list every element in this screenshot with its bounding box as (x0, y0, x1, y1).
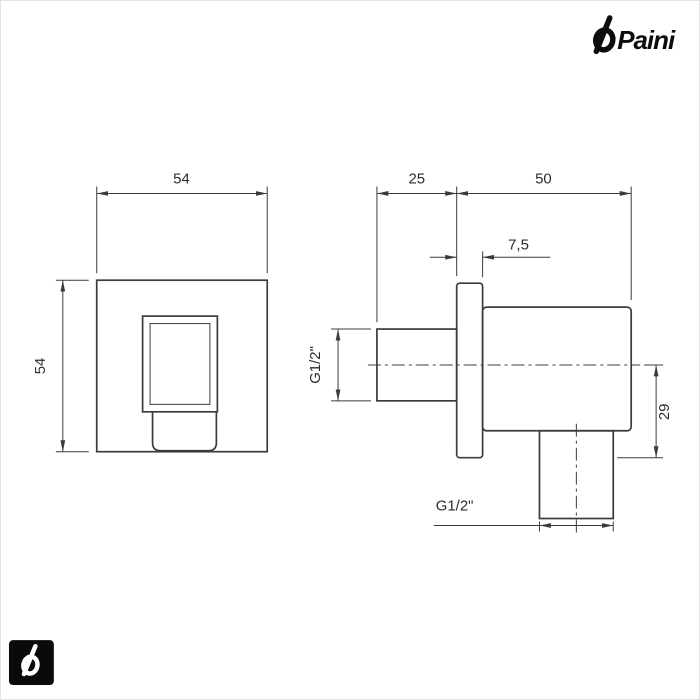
centerlines (367, 364, 641, 537)
dimension-label: 54 (32, 358, 49, 375)
front-view (95, 279, 269, 453)
flange-thickness-dimension: 7,5 (429, 236, 551, 278)
dimension-label: G1/2" (436, 498, 474, 515)
dimension-label: 7,5 (508, 236, 529, 253)
dimension-label: 25 (408, 170, 425, 187)
holder-block-face (149, 323, 211, 405)
wall-plate-outline (95, 279, 269, 453)
side-view (376, 282, 633, 520)
paini-monogram-icon (592, 15, 616, 55)
dimension-label: 54 (173, 170, 190, 187)
dimension-label: 29 (656, 404, 673, 421)
footer-logo-badge (8, 640, 54, 686)
dimension-label: G1/2" (307, 346, 324, 384)
dimension-label: 50 (535, 170, 552, 187)
front-width-dimension: 54 (96, 170, 268, 274)
depth-dimension: 50 (456, 170, 632, 301)
brand-logo: Paini (592, 15, 677, 55)
paini-monogram-icon (21, 643, 40, 677)
inlet-thread-dimension: G1/2" (307, 328, 371, 402)
body-outline (481, 306, 633, 432)
wall-flange-outline (455, 282, 484, 459)
front-height-dimension: 54 (32, 279, 89, 453)
axis-to-base-dimension: 29 (617, 364, 673, 459)
badge-background (8, 640, 54, 686)
brand-wordmark: Paini (617, 27, 676, 55)
monogram-stem (593, 15, 613, 55)
outlet-nozzle-front (151, 411, 218, 452)
wall-offset-dimension: 25 (376, 170, 458, 323)
holder-block-outline (141, 315, 219, 413)
monogram-stem (21, 643, 38, 677)
outlet-thread-dimension: G1/2" (433, 498, 614, 532)
